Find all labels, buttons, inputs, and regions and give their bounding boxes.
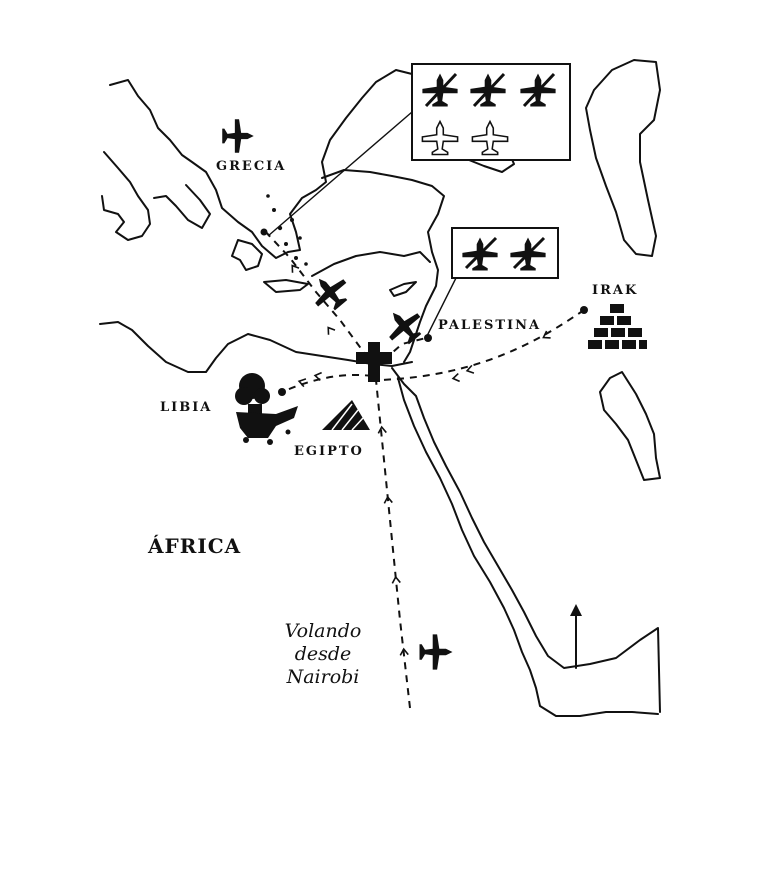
aegean-islands <box>266 194 308 266</box>
persian-gulf <box>599 371 661 481</box>
route-egypt-greece <box>263 229 369 359</box>
red-sea-east-coast <box>391 367 661 713</box>
caspian-sea <box>585 59 661 257</box>
italy-west-coast <box>101 151 151 241</box>
north-arrow-head <box>570 604 582 616</box>
plane-icon <box>222 119 254 153</box>
palestine-losses-box <box>425 227 559 339</box>
plane-icon <box>419 634 453 670</box>
libya-label: LIBIA <box>160 400 213 415</box>
italy-coastline <box>109 69 413 259</box>
plane-icon <box>304 266 356 318</box>
route-iraq-egypt <box>379 309 585 381</box>
greece-label: GRECIA <box>216 159 287 174</box>
crete <box>263 279 309 293</box>
iraq-label: IRAK <box>592 283 639 298</box>
nairobi-caption-line: Nairobi <box>286 666 360 688</box>
nairobi-caption: Volando desde Nairobi <box>278 620 368 689</box>
palestine-label: PALESTINA <box>438 318 542 333</box>
peloponnese <box>231 239 263 271</box>
red-sea-west-coast <box>397 377 659 717</box>
battle-smoke-icon <box>235 373 298 445</box>
turkey-coastline <box>321 169 445 363</box>
italy-heel <box>153 184 211 229</box>
route-egypt-palestine <box>383 337 427 361</box>
egypt-label: EGIPTO <box>294 444 364 459</box>
cairo-cross-marker <box>356 342 392 382</box>
turkey-south-coast <box>311 251 431 277</box>
nairobi-caption-line: desde <box>294 643 352 665</box>
route-egypt-libya <box>281 373 373 393</box>
route-nairobi-egypt <box>375 379 411 709</box>
africa-label: ÁFRICA <box>148 534 242 558</box>
pyramid-icon <box>322 400 370 431</box>
cyprus <box>389 281 417 297</box>
nairobi-caption-line: Volando <box>284 620 362 642</box>
brick-pile-icon <box>588 304 647 349</box>
greece-losses-box <box>267 63 571 237</box>
route-endpoints <box>260 228 588 396</box>
north-africa-coastline <box>99 321 413 373</box>
